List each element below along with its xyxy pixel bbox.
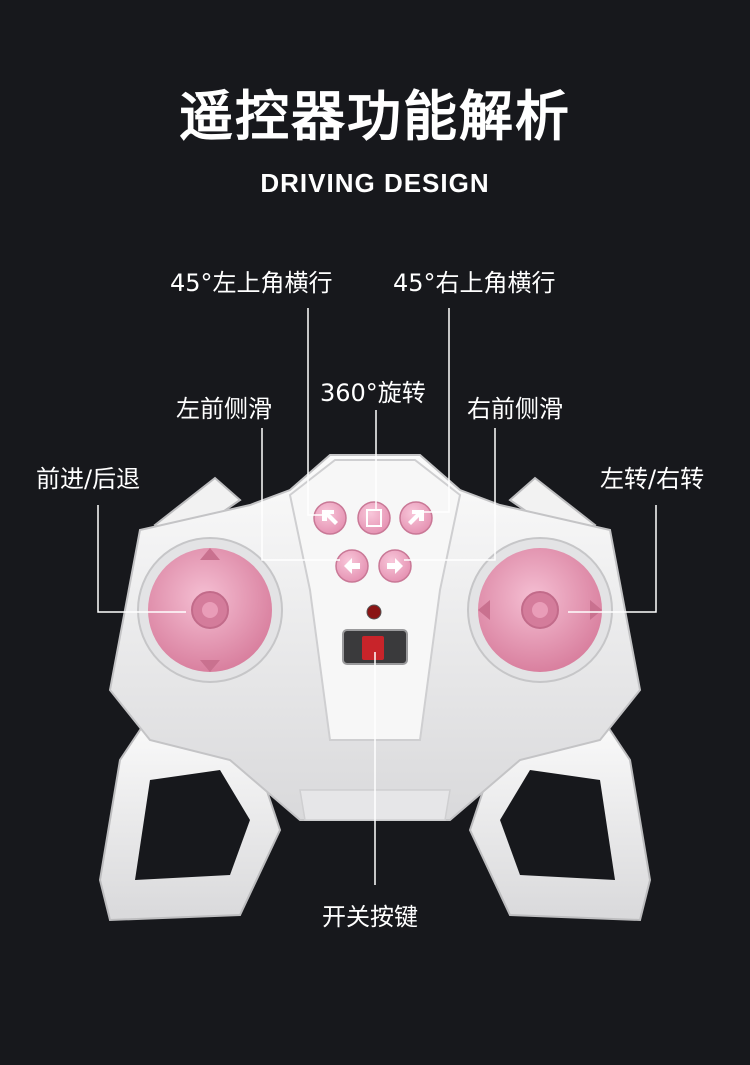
strafe-right-icon — [387, 558, 403, 574]
page-title: 遥控器功能解析 — [179, 85, 571, 148]
label-turn: 左转/右转 — [600, 465, 705, 493]
rotate-icon — [366, 509, 382, 527]
label-forward-back: 前进/后退 — [36, 465, 141, 493]
page-subtitle: DRIVING DESIGN — [260, 168, 490, 198]
arrow-up-right-icon — [408, 510, 424, 525]
diagonal-right-button[interactable] — [399, 501, 433, 535]
label-power: 开关按键 — [322, 903, 418, 931]
arrow-up-left-icon — [322, 510, 338, 525]
arrow-down-icon — [200, 660, 220, 672]
rotate-button[interactable] — [357, 501, 391, 535]
strafe-left-button[interactable] — [335, 549, 369, 583]
left-joystick[interactable] — [148, 548, 272, 672]
arrow-right-icon — [590, 600, 602, 620]
right-joystick[interactable] — [478, 548, 602, 672]
strafe-right-button[interactable] — [378, 549, 412, 583]
strafe-left-icon — [344, 558, 360, 574]
label-rotate: 360°旋转 — [320, 379, 426, 407]
diagonal-left-button[interactable] — [313, 501, 347, 535]
label-diagonal-left: 45°左上角横行 — [170, 269, 333, 297]
indicator-led — [366, 604, 382, 620]
label-strafe-right: 右前侧滑 — [467, 395, 563, 423]
leader-lines — [97, 308, 657, 885]
arrow-up-icon — [200, 548, 220, 560]
left-handle — [98, 713, 282, 922]
arrow-left-icon — [478, 600, 490, 620]
label-diagonal-right: 45°右上角横行 — [393, 269, 556, 297]
right-handle — [468, 713, 652, 922]
label-strafe-left: 左前侧滑 — [176, 395, 272, 423]
